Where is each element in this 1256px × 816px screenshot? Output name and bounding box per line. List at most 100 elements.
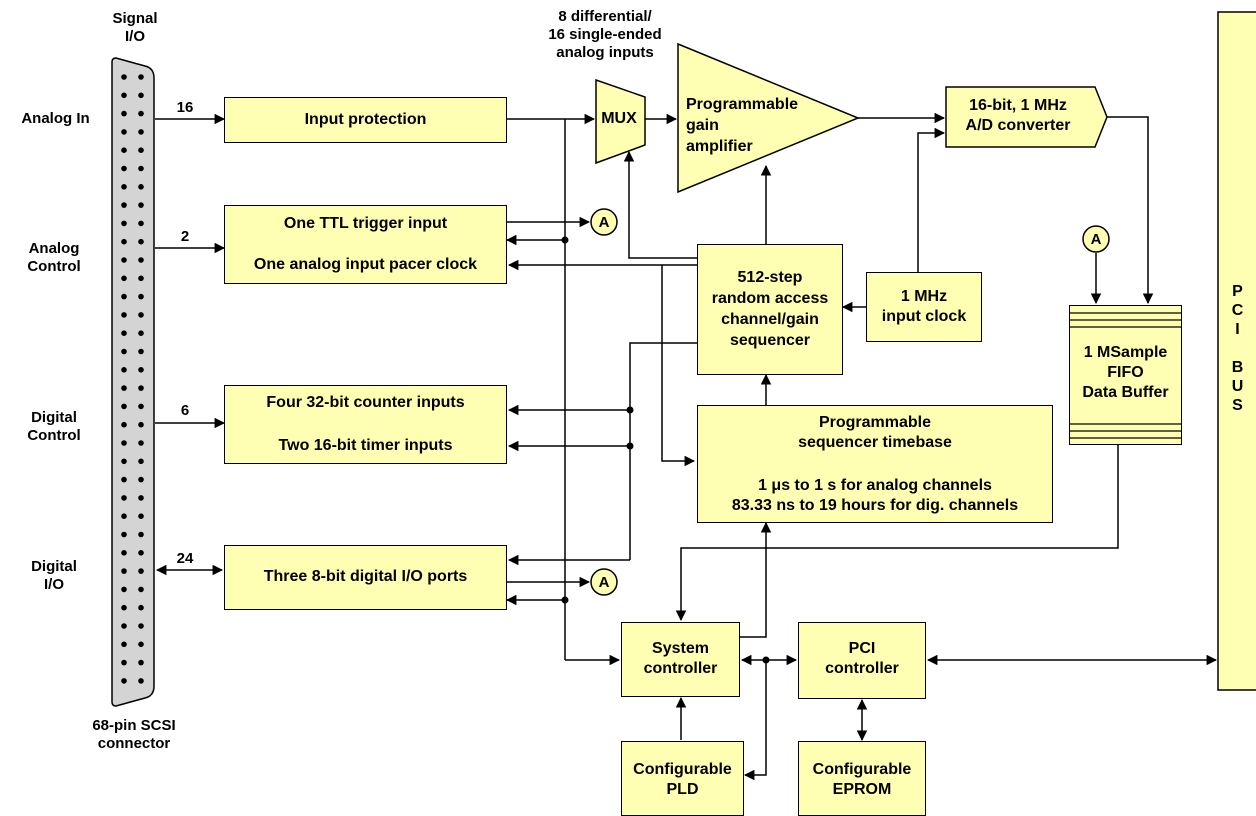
connector-caption-line1: 68-pin SCSI xyxy=(92,717,176,734)
marker-a-2-label: A xyxy=(599,574,610,591)
junction-dots xyxy=(561,236,770,664)
marker-a-3 xyxy=(1082,225,1110,253)
digital-control-label: Digital Control xyxy=(14,409,94,445)
pci-controller-line2: controller xyxy=(825,660,899,677)
marker-a-1-label: A xyxy=(599,214,610,231)
connector-pin xyxy=(121,641,127,648)
system-controller-block: System controller xyxy=(621,622,740,697)
scsi-connector-body xyxy=(111,57,155,707)
connector-pin xyxy=(138,293,144,300)
connector-pin xyxy=(138,385,144,391)
pci-controller-block: PCI controller xyxy=(798,622,926,699)
connector-pin xyxy=(121,92,127,99)
system-controller-text: System controller xyxy=(622,639,739,679)
connector-pin xyxy=(121,165,127,172)
connector-pin xyxy=(138,312,144,318)
connector-pin xyxy=(138,165,144,172)
analog-control-label: Analog Control xyxy=(14,240,94,276)
connector-pin xyxy=(138,147,144,153)
digital-control-line1: Digital xyxy=(31,409,77,426)
clock-line1: 1 MHz xyxy=(900,288,948,305)
pci-bus-letter-b: B xyxy=(1231,359,1244,376)
connector-pin xyxy=(121,495,127,501)
eprom-line1: Configurable xyxy=(812,761,912,778)
connector-pin xyxy=(121,220,127,227)
connector-pin xyxy=(138,275,144,282)
connector-pin xyxy=(138,568,144,574)
connector-pin xyxy=(121,440,127,446)
connector-pin xyxy=(138,220,144,227)
mux-caption: 8 differential/ 16 single-ended analog i… xyxy=(530,8,680,62)
connector-pin xyxy=(138,495,144,501)
connector-pin xyxy=(138,623,144,629)
connector-pin xyxy=(121,385,127,391)
adc-shape xyxy=(945,86,1108,148)
connector-pin xyxy=(138,74,144,80)
mux-caption-line1: 8 differential/ xyxy=(558,8,652,25)
connector-pin xyxy=(121,74,127,80)
fifo-line1: 1 MSample xyxy=(1083,344,1168,361)
connector-pin xyxy=(121,238,127,245)
connector-pin xyxy=(121,531,127,538)
connector-pin xyxy=(121,513,127,519)
pci-bus-letter-p: P xyxy=(1232,283,1243,300)
pld-block: Configurable PLD xyxy=(621,741,744,816)
pld-line2: PLD xyxy=(666,781,699,798)
connector-pin xyxy=(138,659,144,666)
eprom-line2: EPROM xyxy=(832,781,892,798)
count-analog-in: 16 xyxy=(176,99,194,116)
digital-ports-text: Three 8-bit digital I/O ports xyxy=(263,568,468,585)
connector-pin xyxy=(121,330,127,337)
mux-caption-line3: analog inputs xyxy=(556,44,654,61)
pci-controller-line1: PCI xyxy=(848,640,876,657)
system-controller-line2: controller xyxy=(643,660,718,677)
pci-bus-label: P C I B U S xyxy=(1225,282,1250,415)
analog-control-line1: Analog xyxy=(28,240,80,257)
digital-control-line2: Control xyxy=(27,427,81,444)
sequencer-line3: channel/gain xyxy=(721,311,819,328)
connector-pin xyxy=(121,476,127,483)
input-protection-block: Input protection xyxy=(224,97,507,143)
pld-text: Configurable PLD xyxy=(622,760,743,800)
analog-in-label: Analog In xyxy=(21,110,90,127)
sequencer-text: 512-step random access channel/gain sequ… xyxy=(698,267,842,351)
signal-title-line2: I/O xyxy=(124,28,145,45)
connector-pin xyxy=(121,678,127,684)
pci-bus-shape xyxy=(1217,11,1256,691)
marker-a-2 xyxy=(590,568,618,596)
digital-io-line1: Digital xyxy=(31,558,77,575)
connector-pin xyxy=(121,586,127,593)
pci-bus-letter-s: S xyxy=(1232,397,1243,414)
connector-pin xyxy=(138,184,144,190)
connector-pin xyxy=(138,586,144,593)
mux-label: MUX xyxy=(601,110,637,127)
mux-caption-line2: 16 single-ended xyxy=(548,26,662,43)
connector-pin xyxy=(121,257,127,263)
eprom-text: Configurable EPROM xyxy=(799,760,925,800)
connector-pin xyxy=(138,678,144,684)
connector-pin xyxy=(138,550,144,556)
connector-pin xyxy=(138,476,144,483)
sequencer-block: 512-step random access channel/gain sequ… xyxy=(697,244,843,375)
pci-controller-text: PCI controller xyxy=(799,639,925,679)
pci-bus-space xyxy=(1225,339,1250,358)
connector-pin xyxy=(138,403,144,410)
marker-a-3-label: A xyxy=(1091,231,1102,248)
pci-bus-letter-i: I xyxy=(1235,321,1240,338)
connector-pin xyxy=(138,348,144,355)
connector-pin xyxy=(121,202,127,208)
connector-pins xyxy=(121,74,144,684)
signal-title-line1: Signal xyxy=(112,10,158,27)
sequencer-line2: random access xyxy=(711,290,829,307)
mux-shape xyxy=(595,78,646,165)
timebase-ranges: 1 μs to 1 s for analog channels 83.33 ns… xyxy=(698,476,1052,516)
sequencer-line1: 512-step xyxy=(737,269,803,286)
adc-line1: 16-bit, 1 MHz xyxy=(969,97,1067,114)
connector-pin xyxy=(138,129,144,135)
count-analog-control: 2 xyxy=(180,228,190,245)
connector-pin xyxy=(121,184,127,190)
connector-pin xyxy=(138,367,144,373)
ttl-trigger-text: One TTL trigger input xyxy=(283,215,448,232)
connector-pin xyxy=(121,312,127,318)
connector-pin xyxy=(138,330,144,337)
